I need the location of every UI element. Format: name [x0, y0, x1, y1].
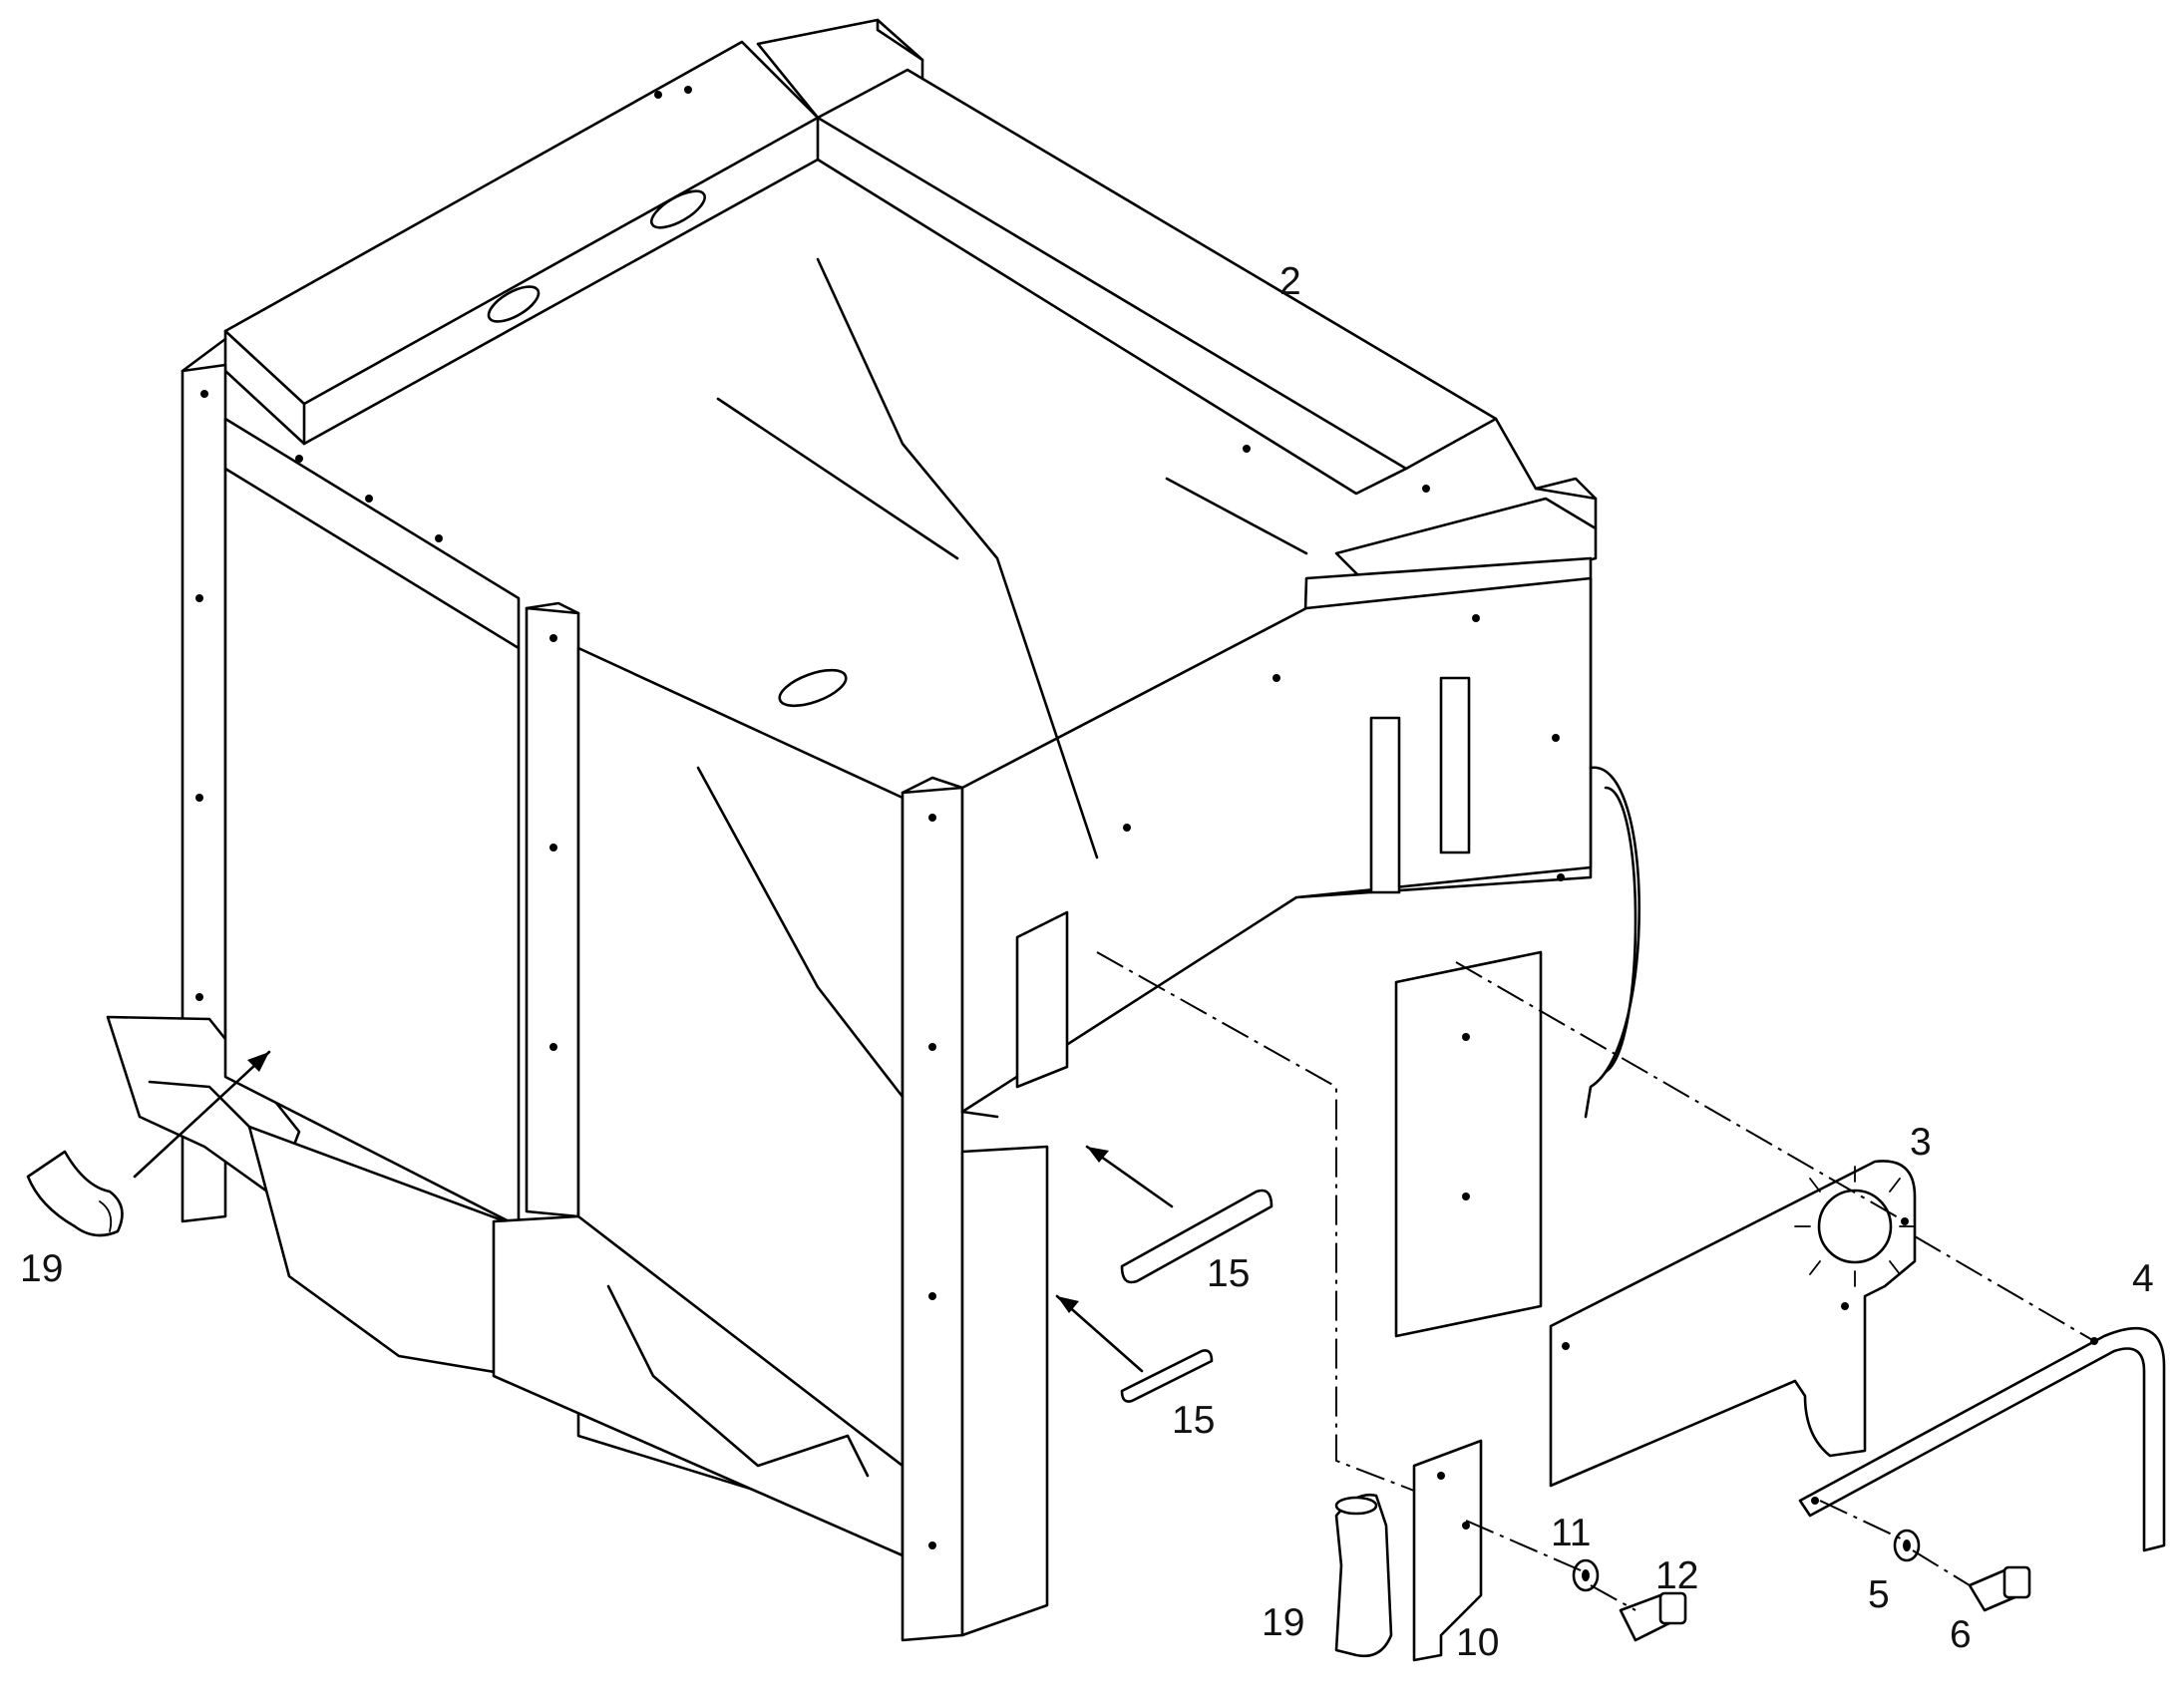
part-3-rear-panel [1549, 1160, 1917, 1488]
part-11-washer [1572, 1558, 1600, 1592]
part-12-bolt [1619, 1591, 1687, 1642]
part-19-sleeve-right [1334, 1493, 1393, 1658]
callout-19-left: 19 [20, 1247, 63, 1290]
part-10-bracket [1412, 1439, 1483, 1662]
part-15-strip-upper [1120, 1189, 1273, 1284]
callout-10: 10 [1456, 1621, 1499, 1664]
part-5-washer [1893, 1529, 1921, 1562]
assembly-lines [1096, 951, 2095, 1611]
cab-frame [106, 18, 1640, 1642]
callout-15-upper: 15 [1207, 1252, 1250, 1295]
callout-4: 4 [2132, 1257, 2154, 1300]
callout-2: 2 [1279, 260, 1301, 303]
callout-3: 3 [1910, 1121, 1932, 1164]
callout-12: 12 [1655, 1554, 1698, 1597]
placement-arrows [133, 1050, 1174, 1373]
part-19-cap-left [26, 1150, 124, 1237]
callout-labels: 2 3 4 5 6 10 11 12 15 15 19 19 [20, 260, 2154, 1664]
callout-5: 5 [1868, 1573, 1890, 1616]
callout-6: 6 [1950, 1613, 1972, 1656]
callout-11: 11 [1551, 1512, 1592, 1554]
part-6-bolt [1968, 1565, 2031, 1612]
callout-15-lower: 15 [1172, 1399, 1215, 1442]
part-15-strip-lower [1120, 1349, 1214, 1403]
callout-19-right: 19 [1262, 1601, 1304, 1644]
